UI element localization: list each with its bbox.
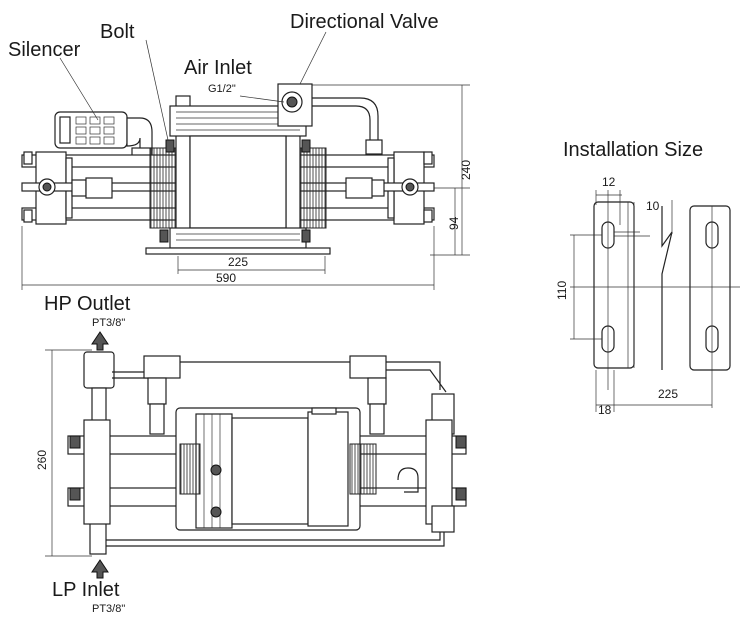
right-bracket <box>689 205 731 371</box>
dim-225-front: 225 <box>228 255 248 269</box>
dim-10: 10 <box>646 199 660 213</box>
hp-outlet-thread: PT3/8" <box>92 317 125 329</box>
lp-inlet-arrow <box>91 559 109 579</box>
bolt-label: Bolt <box>100 21 135 43</box>
installation-size-title: Installation Size <box>563 139 703 161</box>
dim-260: 260 <box>35 450 49 470</box>
top-view <box>45 331 467 579</box>
dim-18: 18 <box>598 403 612 417</box>
hp-outlet-arrow <box>91 331 109 351</box>
dim-590: 590 <box>216 271 236 285</box>
silencer-label: Silencer <box>8 39 81 61</box>
air-drive-body <box>189 135 287 229</box>
dim-94: 94 <box>447 216 461 230</box>
air-inlet-thread: G1/2" <box>208 83 236 95</box>
hp-outlet-label: HP Outlet <box>44 293 131 315</box>
air-inlet-label: Air Inlet <box>184 57 252 79</box>
directional-valve-label: Directional Valve <box>290 11 439 33</box>
dim-12: 12 <box>602 175 616 189</box>
lp-inlet-label: LP Inlet <box>52 579 120 601</box>
installation-view <box>570 190 740 412</box>
front-view <box>21 31 470 290</box>
lp-inlet-thread: PT3/8" <box>92 603 125 615</box>
dim-240: 240 <box>459 160 473 180</box>
dim-225-install: 225 <box>658 387 678 401</box>
dim-110: 110 <box>555 281 569 300</box>
